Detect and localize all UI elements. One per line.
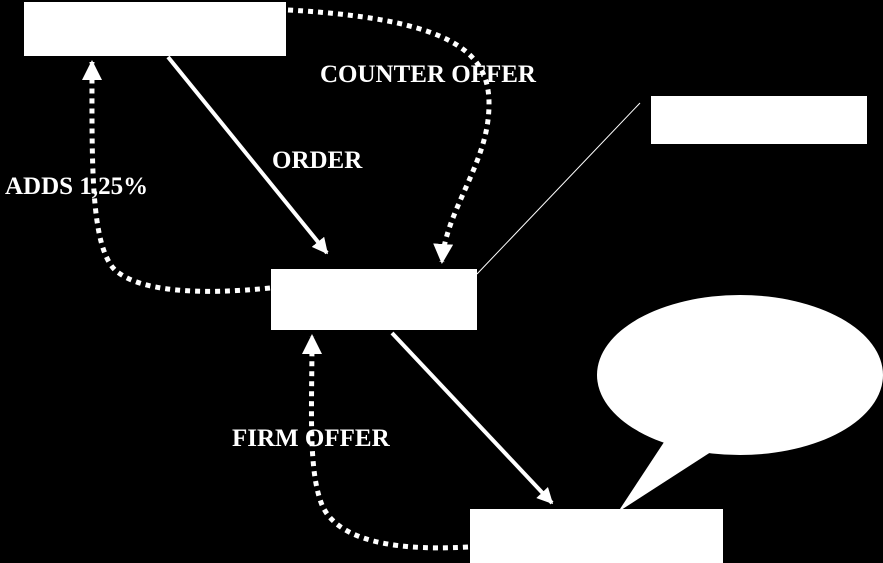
bottom-box [470, 509, 723, 563]
counter-offer-label: COUNTER OFFER [320, 61, 537, 88]
speech-bubble [597, 295, 883, 512]
top-left-box [24, 2, 286, 56]
firm-offer-label: FIRM OFFER [232, 425, 391, 452]
adds-label: ADDS 1,25% [5, 173, 148, 200]
firm-offer-arrow [301, 334, 469, 551]
counter-offer-arrow [287, 7, 492, 264]
adds-arrow [81, 60, 271, 294]
order-arrow [166, 55, 329, 255]
delivery-arrow [390, 331, 554, 505]
middle-box [271, 269, 477, 330]
order-label: ORDER [272, 147, 363, 174]
connector-line [476, 102, 641, 275]
top-right-box [651, 96, 867, 144]
